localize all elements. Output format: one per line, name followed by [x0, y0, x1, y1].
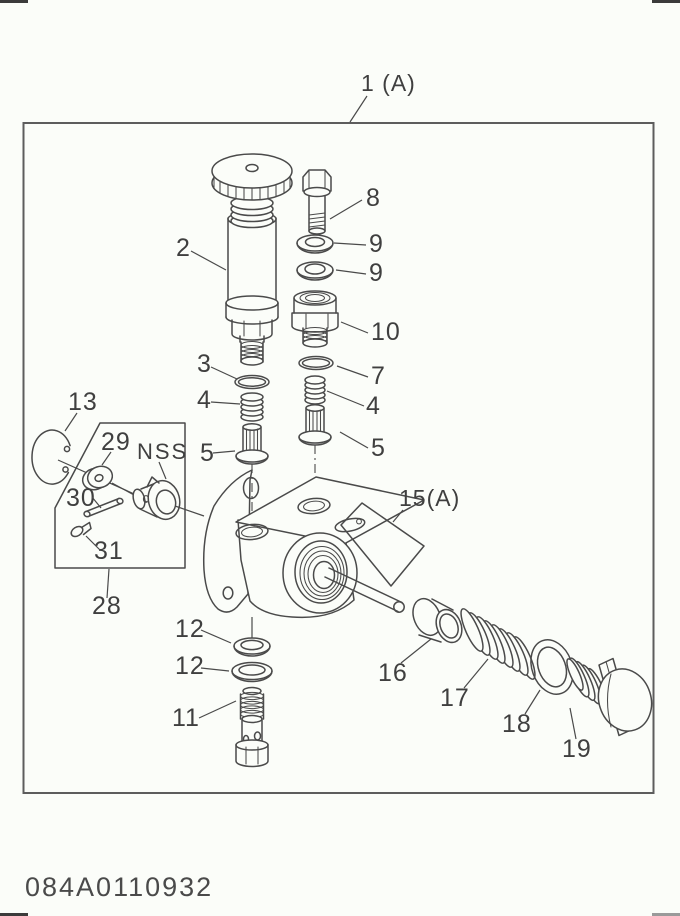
cam-bushing-drawing	[132, 476, 181, 521]
spring-17-drawing	[460, 608, 536, 680]
leader-line-9-lower	[335, 269, 367, 275]
callout-31: 31	[94, 537, 124, 565]
leader-line-15a	[392, 509, 404, 523]
callout-9-lower: 9	[369, 259, 384, 287]
leader-line-12-lower	[200, 667, 230, 672]
valve-5-right-drawing	[298, 404, 332, 446]
roller-29-drawing	[81, 465, 114, 491]
callout-3: 3	[197, 350, 212, 378]
leader-line-18	[524, 689, 541, 715]
pump-body-bore-drawing	[282, 532, 358, 614]
leader-line-4-left	[210, 401, 241, 405]
leader-line-19	[569, 707, 577, 740]
hand-primer-pump-drawing	[211, 153, 293, 366]
callout-12-upper: 12	[175, 615, 205, 643]
leader-line-12-upper	[200, 629, 232, 644]
callout-15a-label: 15(A)	[399, 485, 460, 511]
screw-31-drawing	[70, 521, 92, 538]
leader-line-16	[400, 638, 432, 664]
leader-line-5-left	[212, 450, 236, 454]
corner-mark-bottom-right	[652, 913, 680, 916]
pin-30-drawing	[83, 497, 124, 518]
nss-label: NSS	[137, 439, 188, 464]
diagram-border	[22, 122, 655, 794]
gasket-12-upper-drawing	[233, 637, 271, 657]
leader-line-29	[101, 451, 112, 466]
callout-5-right: 5	[371, 434, 386, 462]
subassembly-diamond-marker	[340, 502, 425, 587]
bolt-drawing	[302, 169, 332, 235]
figure-code-label: 084A0110932	[25, 872, 213, 902]
leader-line-31	[85, 535, 101, 551]
eye-bolt-drawing	[235, 686, 269, 768]
callout-12-lower: 12	[175, 652, 205, 680]
leader-line-8	[329, 199, 363, 220]
callout-13: 13	[68, 388, 98, 416]
callout-29: 29	[101, 428, 131, 456]
leader-line-30	[91, 496, 102, 509]
leader-line-11	[198, 700, 237, 719]
spring-4-right-drawing	[304, 375, 326, 405]
callout-2: 2	[176, 234, 191, 262]
callout-16: 16	[378, 659, 408, 687]
washer-drawing-lower	[296, 261, 334, 281]
corner-mark-bottom-left	[0, 913, 28, 916]
callout-4-left: 4	[197, 386, 212, 414]
leader-line-5-right	[339, 431, 369, 449]
callout-19: 19	[562, 735, 592, 763]
corner-mark-top-left	[0, 0, 28, 3]
plug-19-drawing	[566, 657, 653, 737]
snap-ring-drawing	[31, 429, 71, 485]
spring-4-left-drawing	[240, 392, 264, 422]
gasket-12-lower-drawing	[231, 661, 273, 683]
washer-drawing-upper	[296, 234, 334, 254]
callout-28: 28	[92, 592, 122, 620]
leader-line-cam-to-body	[174, 505, 205, 517]
leader-line-28	[106, 568, 110, 599]
service-kit-box	[54, 422, 186, 569]
leader-line-9-upper	[333, 242, 367, 246]
leader-line-4-right	[326, 390, 365, 407]
callout-30: 30	[66, 484, 96, 512]
leader-line-10	[340, 321, 369, 334]
o-ring-3-drawing	[234, 374, 270, 390]
corner-mark-top-right	[652, 0, 680, 3]
leader-line-17	[463, 658, 489, 689]
callout-assembly-label: 1 (A)	[361, 70, 416, 96]
push-rod-drawing	[324, 567, 405, 613]
callout-8: 8	[366, 184, 381, 212]
leader-line-2	[190, 250, 227, 271]
callout-5-left: 5	[200, 439, 215, 467]
callout-7: 7	[371, 362, 386, 390]
o-ring-7-drawing	[298, 355, 334, 371]
callout-18: 18	[502, 710, 532, 738]
callout-4-right: 4	[366, 392, 381, 420]
joint-connector-drawing	[291, 290, 339, 348]
tappet-16-drawing	[412, 597, 463, 644]
leader-line-7	[336, 365, 369, 378]
leader-line-13	[64, 412, 78, 432]
callout-10: 10	[371, 318, 401, 346]
valve-5-left-drawing	[235, 423, 269, 465]
callout-9-upper: 9	[369, 230, 384, 258]
callout-11: 11	[172, 704, 200, 732]
callout-17: 17	[440, 684, 470, 712]
leader-line-3	[210, 366, 238, 380]
leader-line-assembly	[349, 95, 368, 123]
leader-line-nss	[158, 461, 167, 480]
